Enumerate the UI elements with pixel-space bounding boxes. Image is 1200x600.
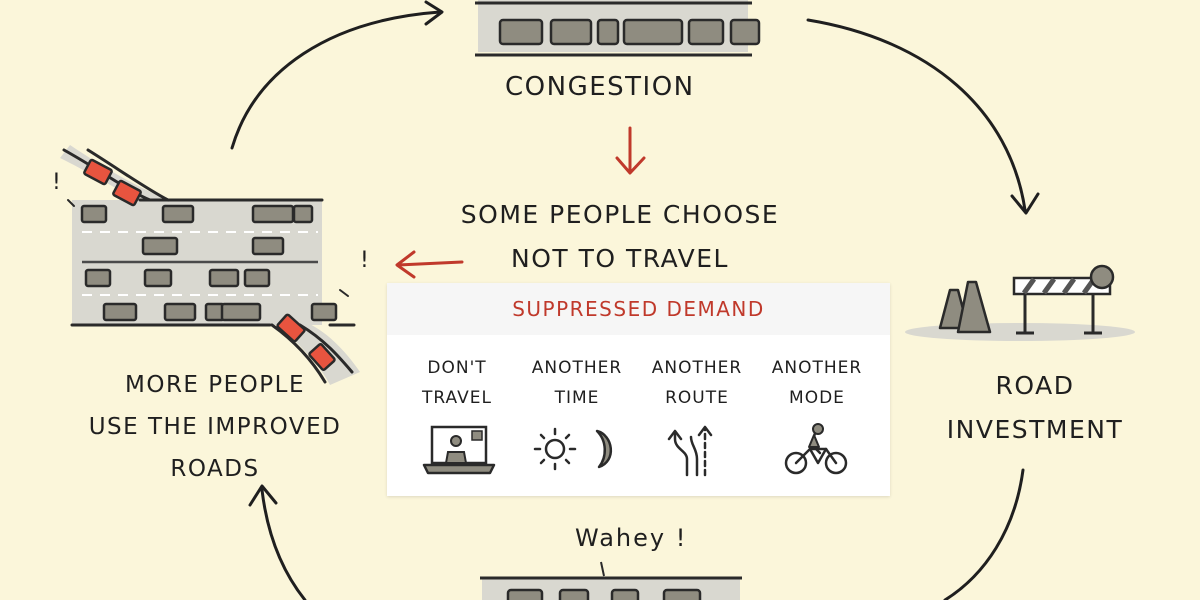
exclaim-left: !: [52, 170, 63, 195]
arrowhead-bottom-left: [248, 484, 278, 507]
sun-moon-icon: [533, 427, 612, 471]
road-line-1: ROAD: [995, 371, 1075, 400]
option-line-2: TRAVEL: [422, 388, 492, 408]
arrowhead-top-left: [424, 0, 444, 26]
left-arrow-icon: [396, 260, 464, 267]
choose-line-2: NOT TO TRAVEL: [511, 244, 729, 273]
more-line-2: USE THE IMPROVED: [88, 414, 342, 440]
suppressed-demand-panel: SUPPRESSED DEMAND DON'T TRAVEL ANOTHER T…: [387, 283, 890, 496]
option-dont-travel: DON'T TRAVEL: [397, 353, 517, 413]
alternate-route-icon: [667, 425, 713, 477]
arrowhead-top-right: [1010, 192, 1040, 215]
more-line-1: MORE PEOPLE: [125, 372, 305, 398]
wahey-label: Wahey !: [575, 524, 688, 552]
widened-road: [60, 145, 360, 385]
option-line-1: ANOTHER: [531, 358, 623, 378]
option-line-1: DON'T: [427, 358, 487, 378]
option-another-time: ANOTHER TIME: [517, 353, 637, 413]
cycle-arrow-bottom-left: [260, 488, 307, 600]
cycle-arrow-top-left: [230, 10, 442, 150]
bottom-road: [480, 561, 742, 600]
roadworks-icon: [905, 264, 1135, 341]
road-line-2: INVESTMENT: [946, 415, 1124, 444]
cycle-arrow-bottom-right: [943, 468, 1025, 600]
cycle-arrow-top-right: [806, 18, 1027, 212]
choose-not-to-travel-label: SOME PEOPLE CHOOSE NOT TO TRAVEL: [430, 193, 810, 281]
cyclist-icon: [784, 423, 848, 475]
congestion-label: CONGESTION: [505, 72, 695, 102]
choose-line-1: SOME PEOPLE CHOOSE: [460, 200, 780, 229]
option-line-2: ROUTE: [665, 388, 729, 408]
option-line-2: TIME: [554, 388, 600, 408]
congested-road: [475, 0, 761, 57]
more-people-label: MORE PEOPLE USE THE IMPROVED ROADS: [70, 364, 360, 490]
exclaim-right: !: [360, 248, 371, 273]
option-another-mode: ANOTHER MODE: [757, 353, 877, 413]
road-investment-label: ROAD INVESTMENT: [930, 364, 1140, 452]
option-line-1: ANOTHER: [771, 358, 863, 378]
panel-title: SUPPRESSED DEMAND: [387, 283, 890, 335]
option-line-1: ANOTHER: [651, 358, 743, 378]
option-line-2: MODE: [789, 388, 845, 408]
option-another-route: ANOTHER ROUTE: [637, 353, 757, 413]
more-line-3: ROADS: [170, 456, 260, 482]
laptop-video-call-icon: [422, 425, 496, 475]
